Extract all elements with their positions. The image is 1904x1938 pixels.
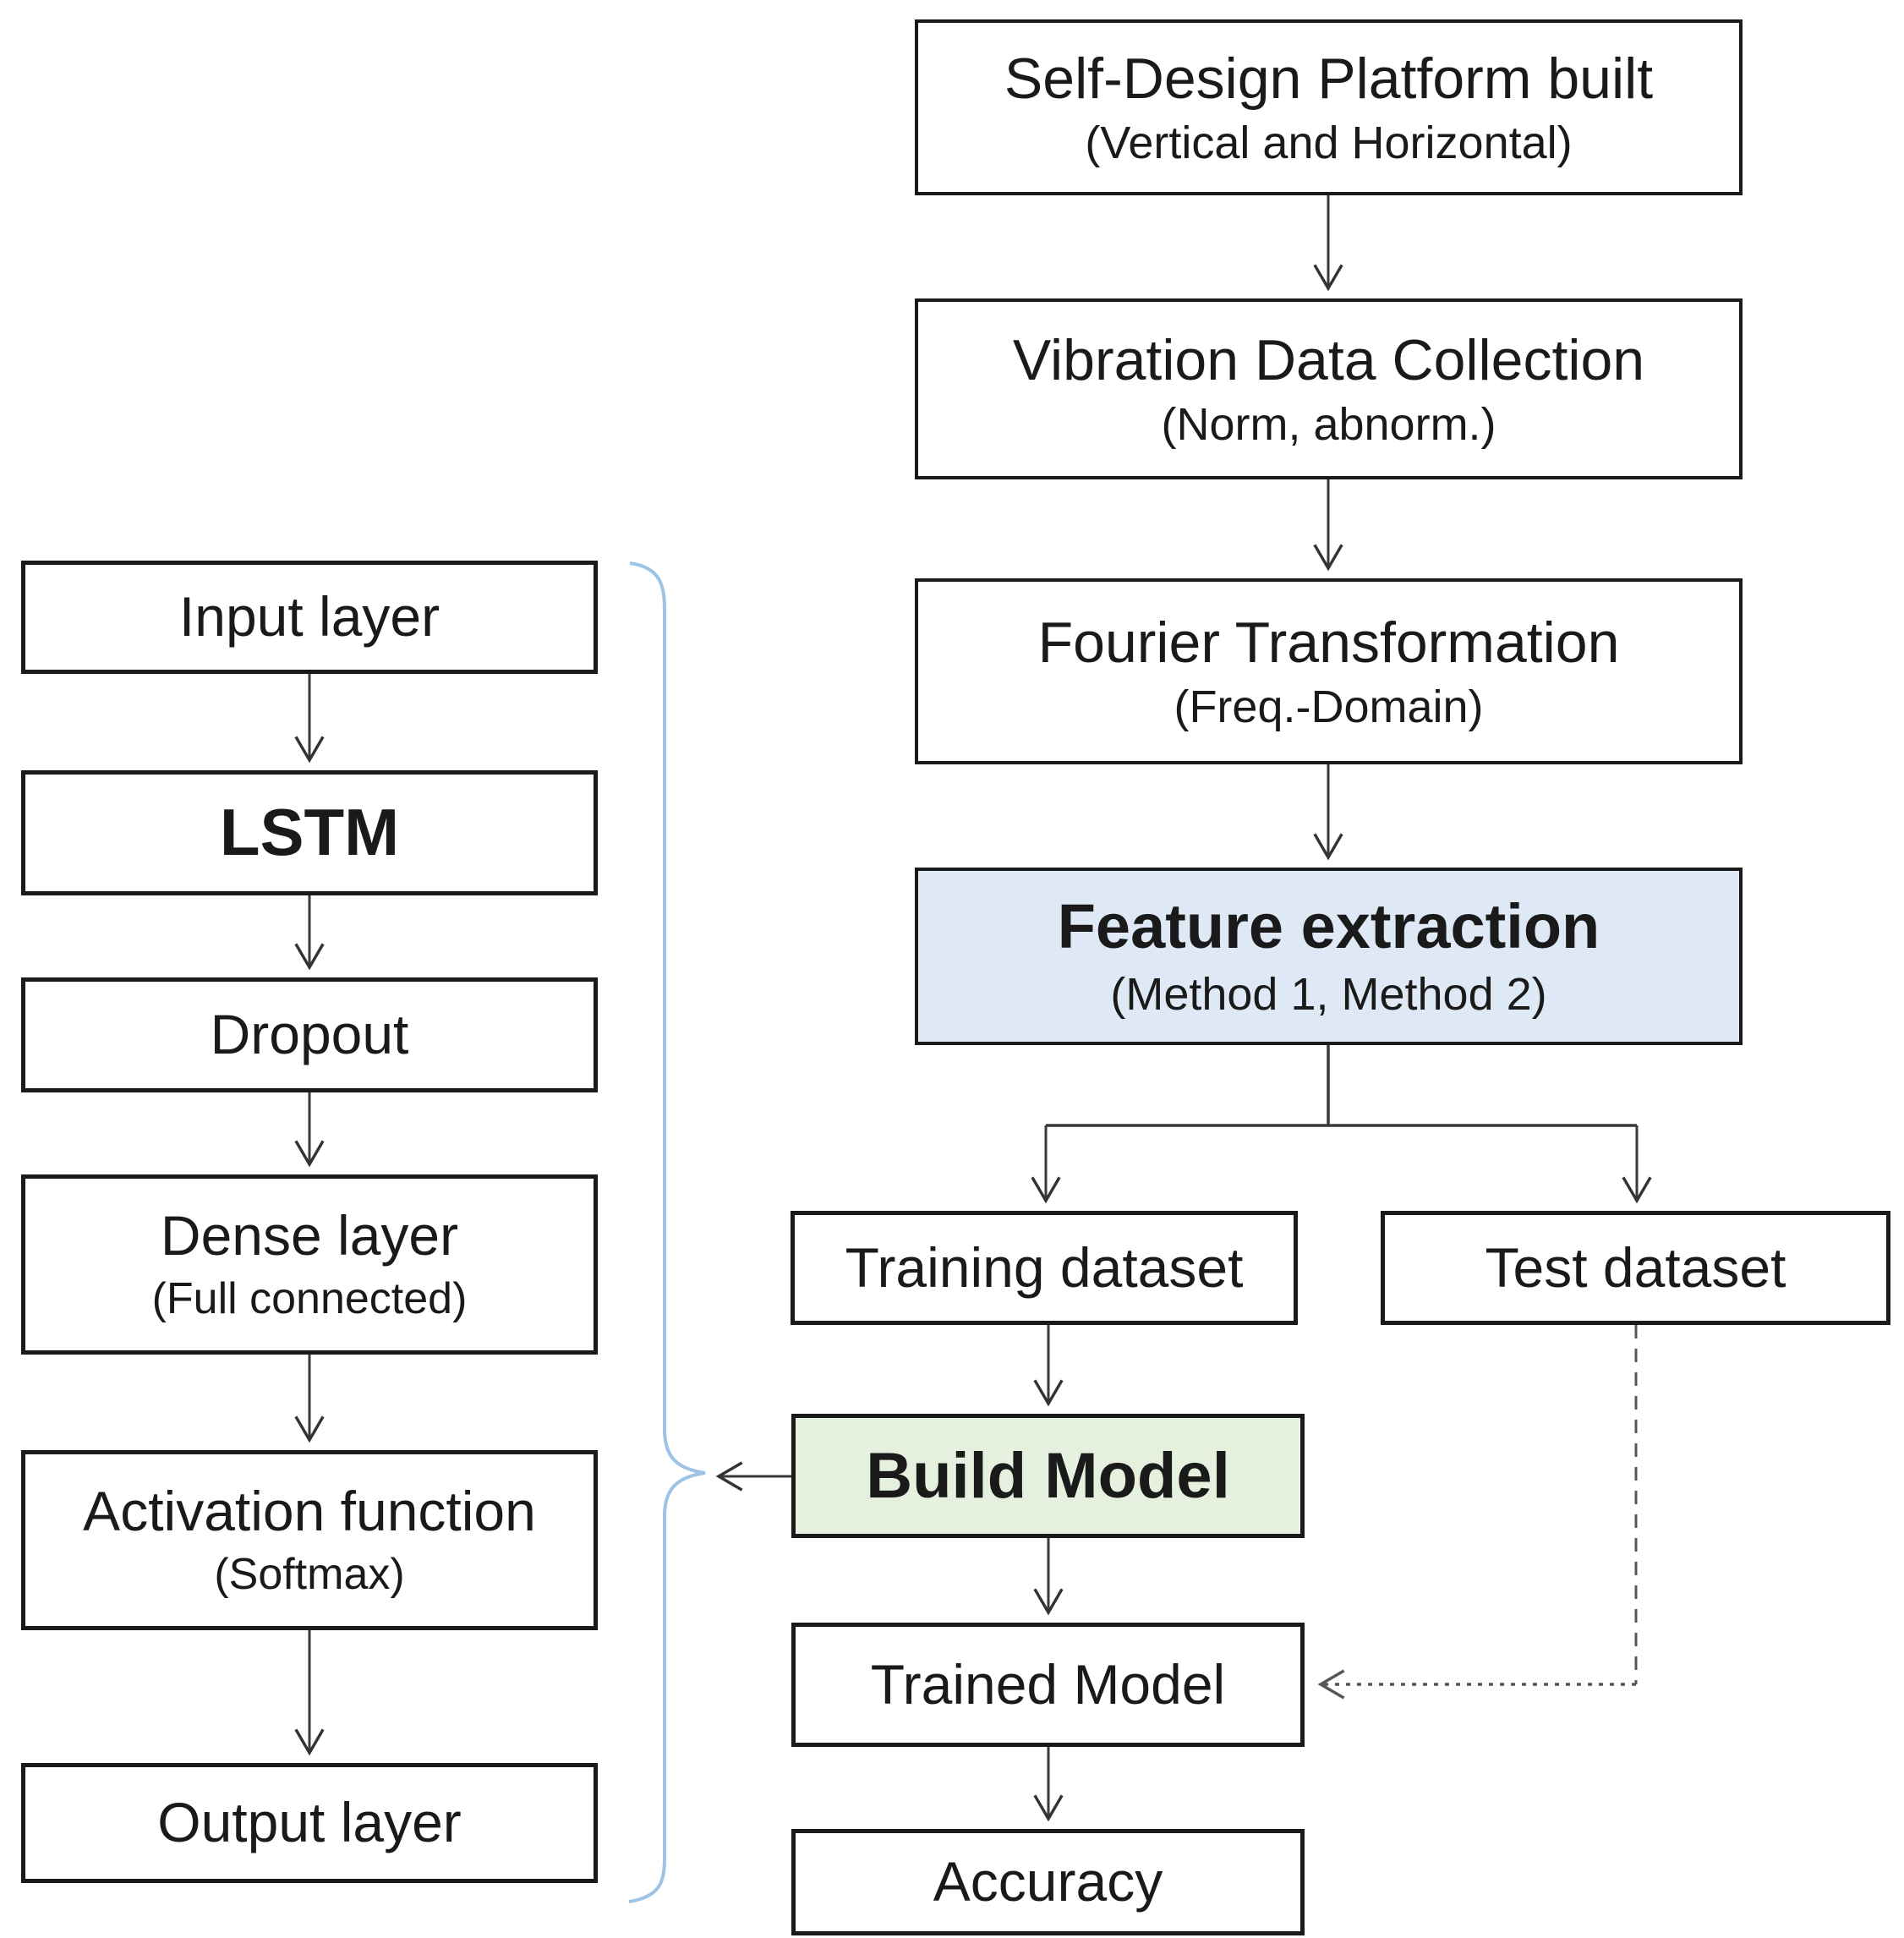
node-input-layer: Input layer <box>21 561 598 674</box>
node-dense-layer: Dense layer (Full connected) <box>21 1174 598 1355</box>
node-vibration-data-collection: Vibration Data Collection (Norm, abnorm.… <box>915 298 1743 479</box>
node-output-layer: Output layer <box>21 1763 598 1883</box>
node-label: Dropout <box>210 1003 409 1066</box>
node-dropout: Dropout <box>21 977 598 1092</box>
node-activation-function: Activation function (Softmax) <box>21 1450 598 1630</box>
node-label: Self-Design Platform built <box>1004 46 1654 111</box>
node-sublabel: (Norm, abnorm.) <box>1161 398 1496 450</box>
node-self-design-platform: Self-Design Platform built (Vertical and… <box>915 19 1743 195</box>
node-fourier-transformation: Fourier Transformation (Freq.-Domain) <box>915 578 1743 764</box>
node-trained-model: Trained Model <box>791 1623 1305 1747</box>
node-sublabel: (Full connected) <box>151 1274 468 1324</box>
node-label: LSTM <box>219 795 400 870</box>
layer-stack-brace <box>628 561 706 1903</box>
node-label: Fourier Transformation <box>1037 610 1620 675</box>
node-label: Test dataset <box>1485 1235 1786 1299</box>
node-sublabel: (Softmax) <box>214 1550 405 1600</box>
node-label: Trained Model <box>870 1652 1226 1716</box>
node-label: Dense layer <box>160 1204 459 1267</box>
node-sublabel: (Method 1, Method 2) <box>1110 969 1547 1021</box>
node-label: Accuracy <box>933 1850 1163 1913</box>
node-label: Training dataset <box>845 1235 1244 1299</box>
node-label: Build Model <box>866 1439 1230 1512</box>
node-label: Feature extraction <box>1057 891 1600 962</box>
node-test-dataset: Test dataset <box>1381 1211 1890 1325</box>
node-training-dataset: Training dataset <box>791 1211 1298 1325</box>
node-sublabel: (Vertical and Horizontal) <box>1085 117 1573 168</box>
node-sublabel: (Freq.-Domain) <box>1174 681 1484 732</box>
node-label: Input layer <box>178 585 440 649</box>
node-label: Output layer <box>157 1791 462 1854</box>
node-feature-extraction: Feature extraction (Method 1, Method 2) <box>915 868 1743 1045</box>
node-lstm: LSTM <box>21 770 598 895</box>
node-label: Vibration Data Collection <box>1012 327 1645 392</box>
node-label: Activation function <box>83 1480 536 1543</box>
node-accuracy: Accuracy <box>791 1829 1305 1935</box>
node-build-model: Build Model <box>791 1414 1305 1538</box>
